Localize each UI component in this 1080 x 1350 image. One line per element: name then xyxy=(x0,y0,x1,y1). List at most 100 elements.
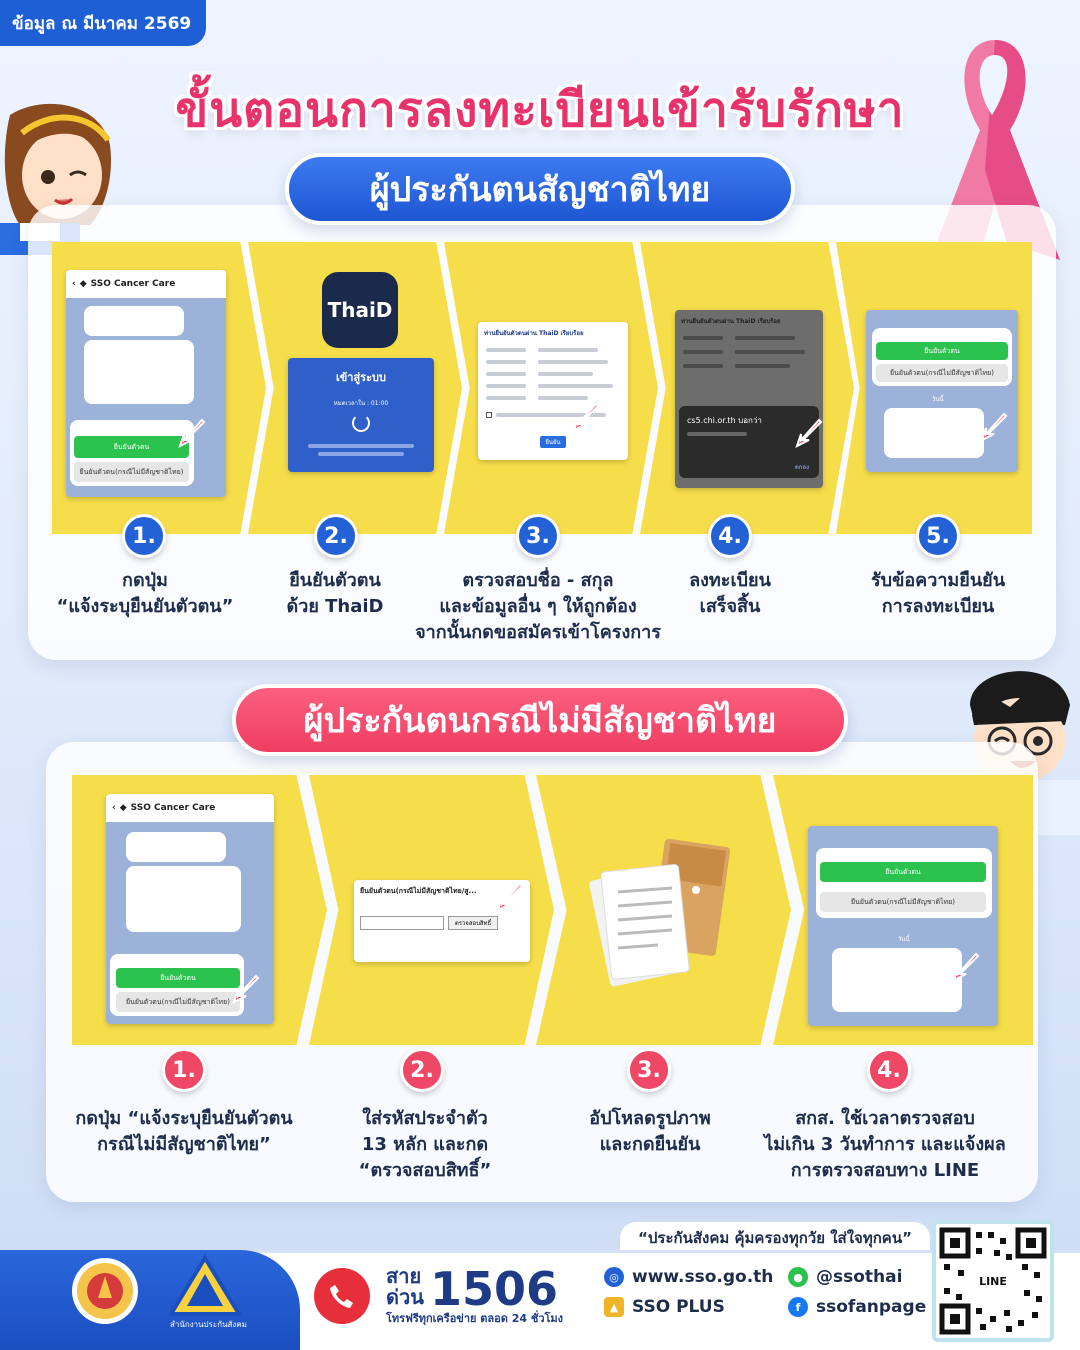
section2-heading: ผู้ประกันตนกรณีไม่มีสัญชาติไทย xyxy=(232,684,848,756)
footer-logo-area xyxy=(0,1250,300,1350)
form-label xyxy=(486,372,526,376)
dialog-ok-button[interactable]: ตกลง xyxy=(794,464,809,471)
girl-character-icon xyxy=(0,103,111,255)
form-value xyxy=(538,360,608,364)
step2-caption-4: สกส. ใช้เวลาตรวจสอบ ไม่เกิน 3 วันทำการ แ… xyxy=(764,1108,1006,1181)
hotline-phone-icon xyxy=(314,1268,370,1324)
line-qr-code[interactable]: LINE xyxy=(932,1220,1054,1342)
verify-foreign-button[interactable]: ยืนยันตัวตน(กรณีไม่มีสัญชาติไทย) xyxy=(74,462,189,482)
alert-dialog: cs5.chi.or.th บอกว่า ตกลง xyxy=(679,406,819,478)
step-number-5: 5. xyxy=(916,514,960,558)
form-label xyxy=(486,396,526,400)
step2-caption-3: อัปโหลดรูปภาพ และกดยืนยัน xyxy=(589,1108,711,1155)
step2-number-3: 3. xyxy=(627,1048,671,1092)
thaid-info-line xyxy=(308,444,414,448)
page-title: ขั้นตอนการลงทะเบียนเข้ารับรักษา xyxy=(175,82,905,138)
sso-logo xyxy=(165,1254,245,1318)
hotline-word-2: ด่วน xyxy=(386,1285,424,1309)
step2-caption-2: ใส่รหัสประจำตัว 13 หลัก และกด “ตรวจสอบสิ… xyxy=(358,1108,492,1181)
form-value xyxy=(735,336,795,340)
verify-button: ยืนยันตัวตน xyxy=(876,342,1008,360)
documents-upload-icon xyxy=(589,838,731,987)
line-icon: ● xyxy=(788,1267,808,1287)
facebook-icon: f xyxy=(788,1297,808,1317)
verify-foreign-button: ยืนยันตัวตน(กรณีไม่มีสัญชาติไทย) xyxy=(820,892,986,912)
check-rights-button[interactable]: ตรวจสอบสิทธิ์ xyxy=(448,916,498,930)
pointer-arrow-icon xyxy=(952,952,980,982)
sso-plus-app-icon: ▲ xyxy=(604,1297,624,1317)
qr-line-label: LINE xyxy=(979,1274,1007,1288)
chat-bubble xyxy=(84,340,194,404)
back-icon: ‹ xyxy=(72,279,76,289)
chat-bubble xyxy=(126,832,226,862)
thaid-app-icon: ThaiD xyxy=(322,272,398,348)
submit-button[interactable]: ยืนยัน xyxy=(540,436,566,448)
back-icon: ‹ xyxy=(112,803,116,813)
chat-header: ‹ ◆ SSO Cancer Care xyxy=(66,270,226,298)
form-value xyxy=(735,350,805,354)
chat-bubble xyxy=(126,866,241,932)
step2-number-2: 2. xyxy=(400,1048,444,1092)
consent-checkbox[interactable] xyxy=(486,412,492,418)
dialog-title: cs5.chi.or.th บอกว่า xyxy=(687,416,762,425)
day-label: วันนี้ xyxy=(932,396,944,403)
form-title: ท่านยืนยันตัวตนผ่าน ThaiD เรียบร้อย xyxy=(484,330,584,337)
chat-header: ‹ ◆ SSO Cancer Care xyxy=(106,794,274,822)
step-number-3: 3. xyxy=(516,514,560,558)
pointer-arrow-icon xyxy=(232,974,260,1004)
result-bubble xyxy=(832,948,962,1012)
thaid-login-title: เข้าสู่ระบบ xyxy=(336,371,386,384)
confirmation-bubble xyxy=(884,408,984,458)
verify-button[interactable]: ยืนยันตัวตน xyxy=(74,436,189,458)
pointer-arrow-icon xyxy=(980,412,1008,442)
step-caption-1: กดปุ่ม “แจ้งระบุยืนยันตัวตน” xyxy=(56,570,234,617)
facebook-link[interactable]: f ssofanpage xyxy=(788,1297,926,1317)
id-number-input[interactable] xyxy=(360,916,444,930)
thaid-info-line xyxy=(318,452,404,456)
hotline-subtext: โทรฟรีทุกเครือข่าย ตลอด 24 ชั่วโมง xyxy=(386,1312,564,1325)
dialog-message xyxy=(687,432,747,436)
line-chat-screenshot: ‹ ◆ SSO Cancer Care ยืนยันตัวตน ยืนยันตั… xyxy=(66,270,226,497)
ministry-seal-logo xyxy=(72,1258,138,1324)
result-chat-screen: ยืนยันตัวตน ยืนยันตัวตน(กรณีไม่มีสัญชาติ… xyxy=(808,826,998,1026)
form-label xyxy=(683,350,723,354)
step2-caption-1: กดปุ่ม “แจ้งระบุยืนยันตัวตน กรณีไม่มีสัญ… xyxy=(75,1108,293,1155)
step-caption-4: ลงทะเบียน เสร็จสิ้น xyxy=(689,570,771,617)
form-value xyxy=(538,384,613,388)
form-label xyxy=(486,384,526,388)
website-link[interactable]: ◎ www.sso.go.th xyxy=(604,1267,773,1287)
shield-icon: ◆ xyxy=(119,803,127,813)
pointer-arrow-icon xyxy=(496,882,524,912)
form-value xyxy=(735,364,790,368)
thaid-login-screen: เข้าสู่ระบบ หมดเวลาใน : 01:00 xyxy=(288,358,434,472)
verify-button: ยืนยันตัวตน xyxy=(116,968,240,988)
verify-foreign-button[interactable]: ยืนยันตัวตน(กรณีไม่มีสัญชาติไทย) xyxy=(116,992,240,1012)
step2-number-4: 4. xyxy=(867,1048,911,1092)
pointer-arrow-icon xyxy=(795,418,823,448)
hotline-word-1: สาย xyxy=(386,1264,422,1288)
form-label xyxy=(486,348,526,352)
sso-label: สำนักงานประกันสังคม xyxy=(170,1320,247,1329)
pointer-arrow-icon xyxy=(572,402,600,432)
date-tag: ข้อมูล ณ มีนาคม 2569 xyxy=(0,0,206,46)
step-number-1: 1. xyxy=(122,514,166,558)
step-number-4: 4. xyxy=(708,514,752,558)
verify-foreign-button: ยืนยันตัวตน(กรณีไม่มีสัญชาติไทย) xyxy=(876,364,1008,382)
hotline-number[interactable]: 1506 xyxy=(430,1262,559,1316)
line-account-link[interactable]: ● @ssothai xyxy=(788,1267,902,1287)
confirm-dialog-screen: ท่านยืนยันตัวตนผ่าน ThaiD เรียบร้อย cs5.… xyxy=(675,310,823,488)
chat-title: SSO Cancer Care xyxy=(90,279,176,289)
shield-icon: ◆ xyxy=(79,279,87,289)
line-chat-screenshot: ‹ ◆ SSO Cancer Care ยืนยันตัวตน ยืนยันตั… xyxy=(106,794,274,1024)
day-label: วันนี้ xyxy=(898,936,910,943)
app-link[interactable]: ▲ SSO PLUS xyxy=(604,1297,725,1317)
id-form-title: ยืนยันตัวตน(กรณีไม่มีสัญชาติไทย/สู... xyxy=(360,887,477,895)
step-caption-2: ยืนยันตัวตน ด้วย ThaiD xyxy=(286,570,384,617)
thaid-timer: หมดเวลาใน : 01:00 xyxy=(333,400,389,407)
slogan: “ประกันสังคม คุ้มครองทุกวัย ใส่ใจทุกคน” xyxy=(620,1222,930,1254)
chat-title: SSO Cancer Care xyxy=(130,803,216,813)
chat-bubble xyxy=(84,306,184,336)
dialog-bg-title: ท่านยืนยันตัวตนผ่าน ThaiD เรียบร้อย xyxy=(681,318,781,325)
form-value xyxy=(538,348,598,352)
verify-button: ยืนยันตัวตน xyxy=(820,862,986,882)
